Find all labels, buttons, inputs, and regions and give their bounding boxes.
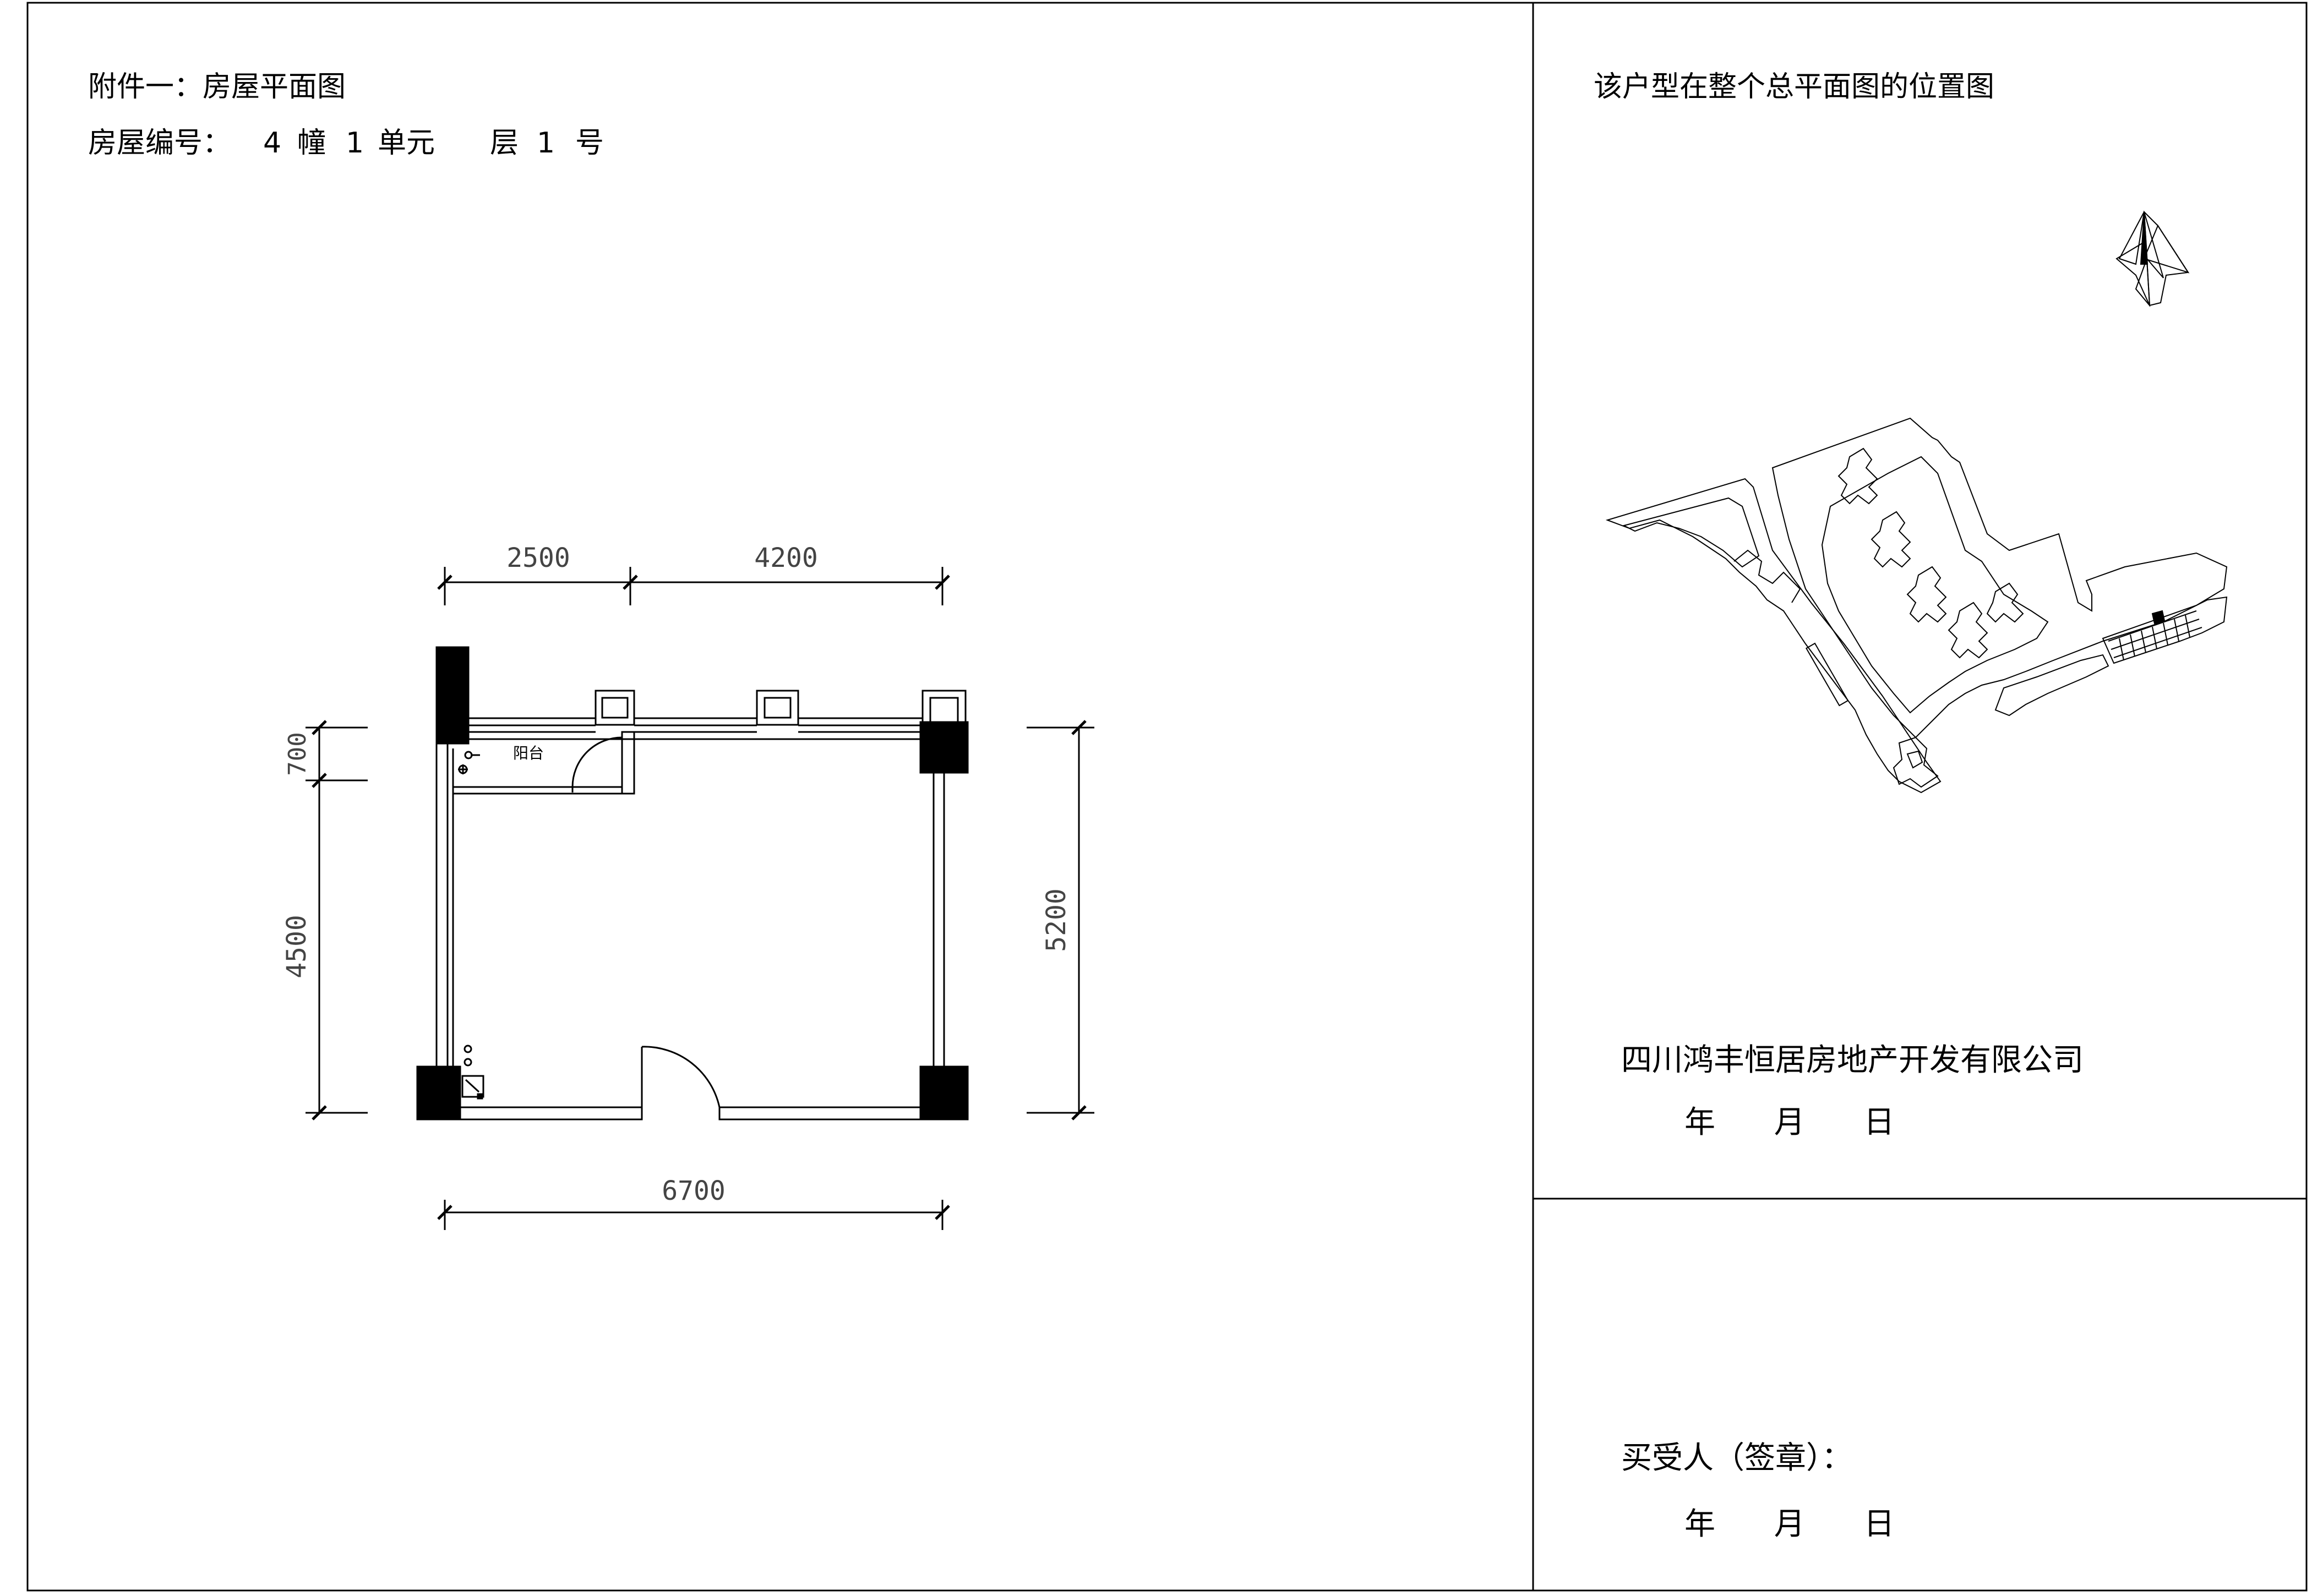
room-label: 号: [575, 127, 604, 160]
unit-label: 单元: [378, 127, 435, 160]
hollow-column-1: [595, 690, 635, 726]
column-top-left: [435, 646, 470, 745]
house-number-label: 房屋编号：: [88, 127, 231, 160]
north-arrow-icon: [2115, 210, 2190, 307]
drain-icon-1: [464, 1045, 472, 1053]
dimension-left: [306, 720, 368, 1121]
buyer-date-line: 年 月 日: [1684, 1506, 1895, 1542]
site-plan: [1605, 417, 2228, 794]
column-bottom-right: [919, 1065, 969, 1121]
drain-icon-2: [464, 1058, 472, 1067]
hollow-column-3: [921, 690, 967, 726]
dim-text-2500: 2500: [506, 543, 570, 573]
company-date-line: 年 月 日: [1684, 1105, 1895, 1140]
buyer-signature-label: 买受人（签章）：: [1621, 1440, 1852, 1476]
dim-text-4500: 4500: [281, 915, 312, 979]
target-building-grid: [2108, 610, 2202, 661]
unit-location-marker: [2151, 610, 2166, 625]
developer-company-name: 四川鸿丰恒居房地产开发有限公司: [1621, 1042, 2084, 1078]
dim-text-5200: 5200: [1041, 888, 1072, 952]
column-bottom-left: [416, 1065, 461, 1121]
balcony-door-swing: [571, 736, 623, 788]
dimension-bottom: [437, 1200, 950, 1230]
dimension-right: [1027, 720, 1094, 1121]
building-unit-text: 幢: [297, 127, 326, 160]
dim-text-6700: 6700: [662, 1176, 726, 1206]
hollow-column-2: [756, 690, 799, 726]
dimension-top: [437, 567, 950, 605]
building-number: 4: [263, 127, 281, 160]
sheet-frame: [26, 2, 2308, 1592]
location-map-title: 该户型在整个总平面图的位置图: [1594, 70, 1994, 103]
dim-text-700: 700: [283, 732, 312, 775]
floor-label: 层: [490, 127, 519, 160]
balcony-label: 阳台: [513, 744, 544, 762]
attachment-title: 附件一：房屋平面图: [88, 70, 346, 103]
unit-number: 1: [346, 127, 364, 160]
room-number: 1: [537, 127, 555, 160]
column-top-right: [919, 721, 969, 774]
dim-text-4200: 4200: [754, 543, 818, 573]
floor-plan: [306, 567, 1094, 1230]
water-heater-icon: [461, 1075, 484, 1098]
entrance-door-swing: [641, 1046, 721, 1108]
